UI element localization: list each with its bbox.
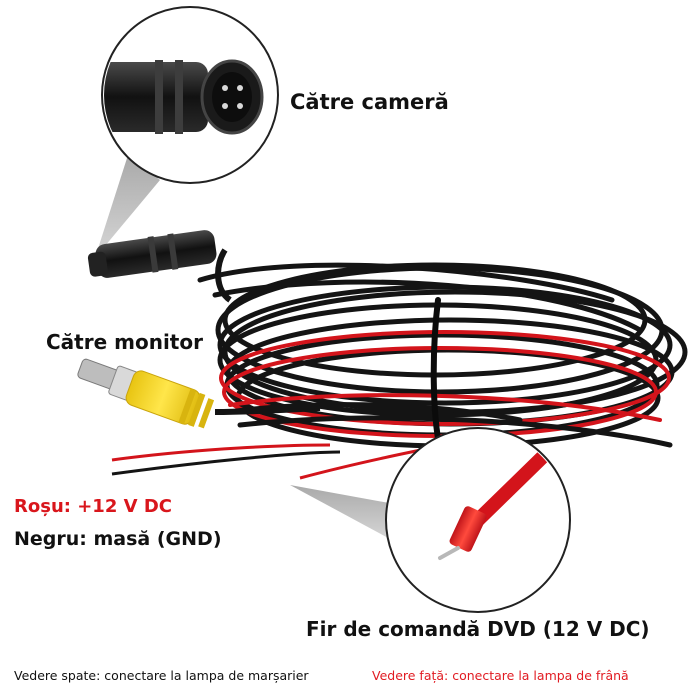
rca-connector (77, 358, 215, 429)
label-black-wire: Negru: masă (GND) (14, 528, 222, 550)
camera-plug (87, 230, 217, 278)
camera-lead (215, 248, 232, 303)
camera-zoom-beam (95, 155, 160, 258)
label-to-camera: Către cameră (290, 90, 449, 114)
caption-rear-view: Vedere spate: conectare la lampa de marș… (14, 668, 309, 683)
red-power-wire (111, 443, 331, 462)
label-red-wire: Roșu: +12 V DC (14, 496, 172, 517)
black-ground-wire (111, 450, 341, 476)
camera-connector-zoom (101, 6, 279, 184)
dvd-zoom-beam (290, 485, 400, 540)
dvd-wire-zoom (385, 427, 571, 613)
rca-lead (214, 405, 321, 415)
label-dvd-control-wire: Fir de comandă DVD (12 V DC) (306, 617, 650, 641)
label-to-monitor: Către monitor (46, 330, 203, 354)
cable-coil (197, 262, 688, 453)
caption-front-view: Vedere față: conectare la lampa de frână (372, 668, 629, 683)
